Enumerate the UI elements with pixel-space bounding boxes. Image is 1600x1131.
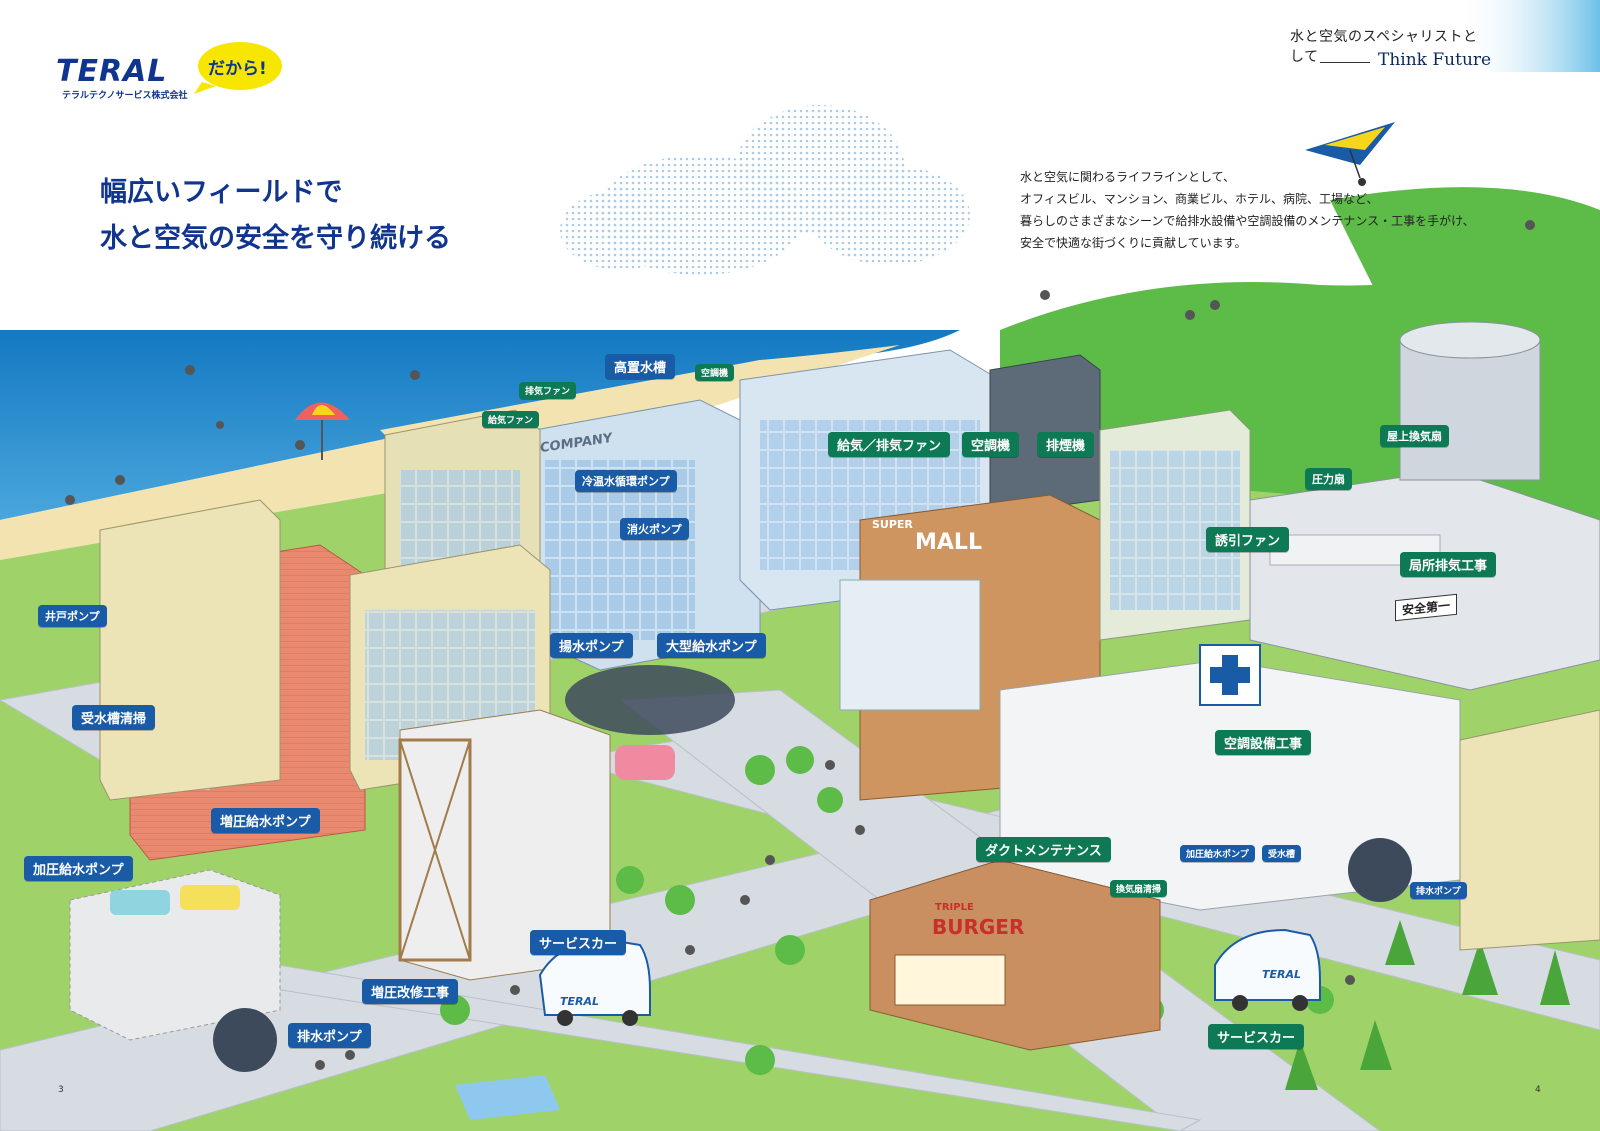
description: 水と空気に関わるライフラインとして、 オフィスビル、マンション、商業ビル、ホテル… — [1020, 166, 1540, 254]
label-air-conditioner: 空調機 — [962, 432, 1020, 457]
company-name: テラルテクノサービス株式会社 — [62, 91, 188, 101]
storage-tank — [1399, 321, 1541, 481]
headline: 幅広いフィールドで 水と空気の安全を守り続ける — [100, 170, 451, 262]
label-local-exhaust-work: 局所排気工事 — [1400, 552, 1497, 577]
label-hot-cold-circulation-pump: 冷温水循環ポンプ — [575, 470, 677, 492]
label-booster-supply-pump: 増圧給水ポンプ — [211, 808, 320, 833]
headline-line-2: 水と空気の安全を守り続ける — [100, 223, 451, 254]
people-crowd — [65, 220, 1535, 1070]
page-number-right: 4 — [1535, 1085, 1541, 1095]
label-vent-fan-cleaning: 換気扇清掃 — [1110, 880, 1168, 897]
description-line-3: 暮らしのさまざまなシーンで給排水設備や空調設備のメンテナンス・工事を手がけ、 — [1020, 214, 1475, 228]
conifer-trees — [1285, 920, 1570, 1090]
building-right-office — [1099, 409, 1251, 641]
tagline-japanese: 水と空気のスペシャリストとして — [1290, 29, 1478, 65]
label-pressurized-pump-small: 加圧給水ポンプ — [1180, 845, 1255, 862]
beach-umbrella — [295, 402, 350, 460]
bubble-text: だから! — [208, 59, 267, 79]
label-fire-pump: 消火ポンプ — [620, 518, 689, 540]
sky-corner-decoration — [1455, 0, 1600, 72]
label-air-conditioner-small: 空調機 — [695, 364, 735, 381]
tagline-english: Think Future — [1378, 50, 1492, 70]
mall-sign: MALL — [915, 530, 982, 555]
drain-pit-left — [213, 1008, 277, 1072]
pump-room-pit — [565, 665, 735, 735]
label-large-supply-pump: 大型給水ポンプ — [657, 633, 766, 658]
burger-sign: BURGER — [932, 915, 1025, 939]
building-burger — [869, 859, 1161, 1051]
description-line-1: 水と空気に関わるライフラインとして、 — [1020, 170, 1236, 184]
service-car-left — [538, 938, 651, 1026]
burger-sign-triple: TRIPLE — [935, 902, 974, 913]
building-beige-left — [99, 499, 281, 801]
label-duct-maintenance: ダクトメンテナンス — [976, 837, 1111, 862]
label-elevated-water-tank: 高置水槽 — [605, 354, 676, 379]
dotted-clouds — [560, 105, 970, 275]
label-booster-renovation-work: 増圧改修工事 — [362, 979, 459, 1004]
description-line-4: 安全で快適な街づくりに貢献しています。 — [1020, 236, 1247, 250]
building-construction — [398, 709, 611, 981]
red-car — [615, 745, 675, 780]
hang-glider — [1305, 122, 1395, 186]
label-service-car-right: サービスカー — [1208, 1024, 1305, 1049]
label-pressure-fan: 圧力扇 — [1305, 468, 1352, 490]
building-right-edge — [1459, 709, 1600, 951]
label-water-tank-cleaning: 受水槽清掃 — [72, 705, 156, 730]
label-drain-pump: 排水ポンプ — [288, 1023, 371, 1048]
sea — [0, 330, 960, 520]
description-line-2: オフィスビル、マンション、商業ビル、ホテル、病院、工場など、 — [1020, 192, 1379, 206]
car-logo-left: TERAL — [560, 995, 600, 1008]
company-logo: TERAL — [56, 54, 168, 89]
page-number-left: 3 — [58, 1085, 64, 1095]
label-smoke-exhaust: 排煙機 — [1037, 432, 1095, 457]
label-induced-fan: 誘引ファン — [1206, 527, 1290, 552]
car-logo-right: TERAL — [1262, 968, 1302, 981]
drain-pit-right — [1348, 838, 1412, 902]
label-hvac-work: 空調設備工事 — [1215, 730, 1312, 755]
label-water-tank-small: 受水槽 — [1262, 845, 1302, 862]
speech-bubble-icon — [194, 42, 282, 94]
label-pressurized-supply-pump: 加圧給水ポンプ — [24, 856, 133, 881]
label-supply-exhaust-fan: 給気／排気ファン — [828, 432, 951, 457]
tagline-rule — [1320, 62, 1370, 63]
headline-line-1: 幅広いフィールドで — [100, 177, 343, 208]
label-lift-pump: 揚水ポンプ — [550, 633, 633, 658]
label-supply-fan-small: 給気ファン — [482, 411, 540, 428]
parking-structure — [69, 869, 281, 1041]
label-drain-pump-small: 排水ポンプ — [1410, 882, 1467, 899]
label-well-pump: 井戸ポンプ — [38, 605, 107, 627]
mall-sign-super: SUPER — [872, 518, 913, 531]
picnic-blanket — [455, 1075, 560, 1120]
label-rooftop-ventilator: 屋上換気扇 — [1380, 425, 1449, 447]
label-service-car-left: サービスカー — [530, 930, 627, 955]
service-car-right — [1214, 928, 1321, 1011]
label-exhaust-fan-small: 排気ファン — [519, 382, 577, 399]
